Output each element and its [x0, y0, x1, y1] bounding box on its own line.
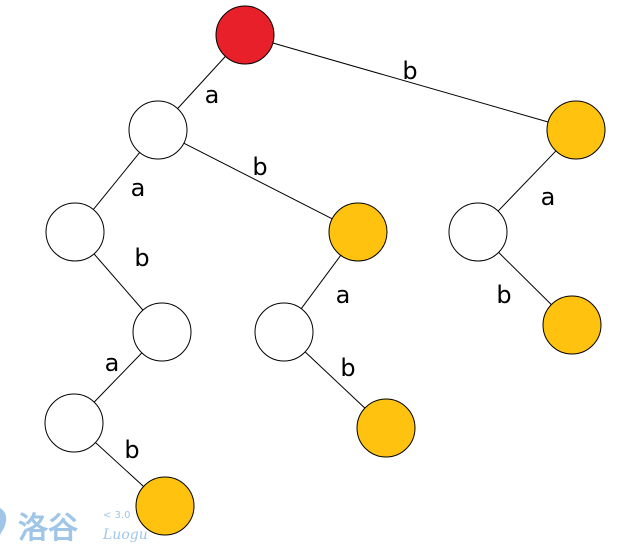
node-n-ab: [328, 202, 388, 262]
edge-n-a-to-n-ab: [183, 142, 333, 220]
watermark-glyphs: 洛谷: [18, 511, 78, 546]
edge-label-n-ab-to-n-aba: a: [336, 281, 351, 309]
edge-n-ab-to-n-aba: [300, 255, 342, 309]
node-n-ba: [448, 202, 508, 262]
edge-n-aab-to-n-aaba: [93, 352, 143, 403]
watermark-name: Luogu: [102, 527, 148, 543]
edge-label-n-b-to-n-ba: a: [541, 183, 556, 211]
edge-label-n-aaba-to-n-aabab: b: [124, 436, 139, 464]
edge-n-a-to-n-aa: [92, 152, 141, 210]
edge-n-aaba-to-n-aabab: [95, 442, 144, 487]
edge-label-n-ba-to-n-bab: b: [496, 281, 511, 309]
edge-n-aa-to-n-aab: [93, 253, 144, 311]
node-n-aabab: [135, 476, 195, 536]
node-n-aab: [132, 302, 192, 362]
edge-root-to-n-a: [177, 56, 226, 109]
node-n-bab: [542, 295, 602, 355]
edge-label-n-a-to-n-ab: b: [252, 153, 267, 181]
node-n-b: [546, 100, 606, 160]
luogu-logo-icon: [0, 508, 7, 536]
watermark-version: < 3.0: [103, 510, 130, 521]
edge-n-b-to-n-ba: [497, 150, 557, 212]
edge-label-n-a-to-n-aa: a: [131, 174, 146, 202]
node-n-aa: [45, 202, 105, 262]
edge-label-n-aab-to-n-aaba: a: [105, 349, 120, 377]
node-n-aba: [254, 302, 314, 362]
edge-label-root-to-n-b: b: [402, 57, 417, 85]
edge-labels-layer: a b a b a b a b a b b: [105, 57, 556, 464]
node-n-a: [128, 100, 188, 160]
luogu-watermark: 洛谷 < 3.0 Luogu: [0, 508, 148, 546]
edge-label-root-to-n-a: a: [205, 81, 220, 109]
node-n-aaba: [44, 393, 104, 453]
edge-label-n-aba-to-n-abab: b: [340, 354, 355, 382]
edge-n-ba-to-n-bab: [498, 252, 552, 305]
edge-n-aba-to-n-abab: [304, 351, 366, 409]
edge-label-n-aa-to-n-aab: b: [134, 244, 149, 272]
node-n-abab: [356, 398, 416, 458]
nodes-layer: [44, 5, 606, 536]
edges-layer: [92, 42, 557, 487]
node-root: [215, 5, 275, 65]
edge-root-to-n-b: [272, 42, 549, 123]
